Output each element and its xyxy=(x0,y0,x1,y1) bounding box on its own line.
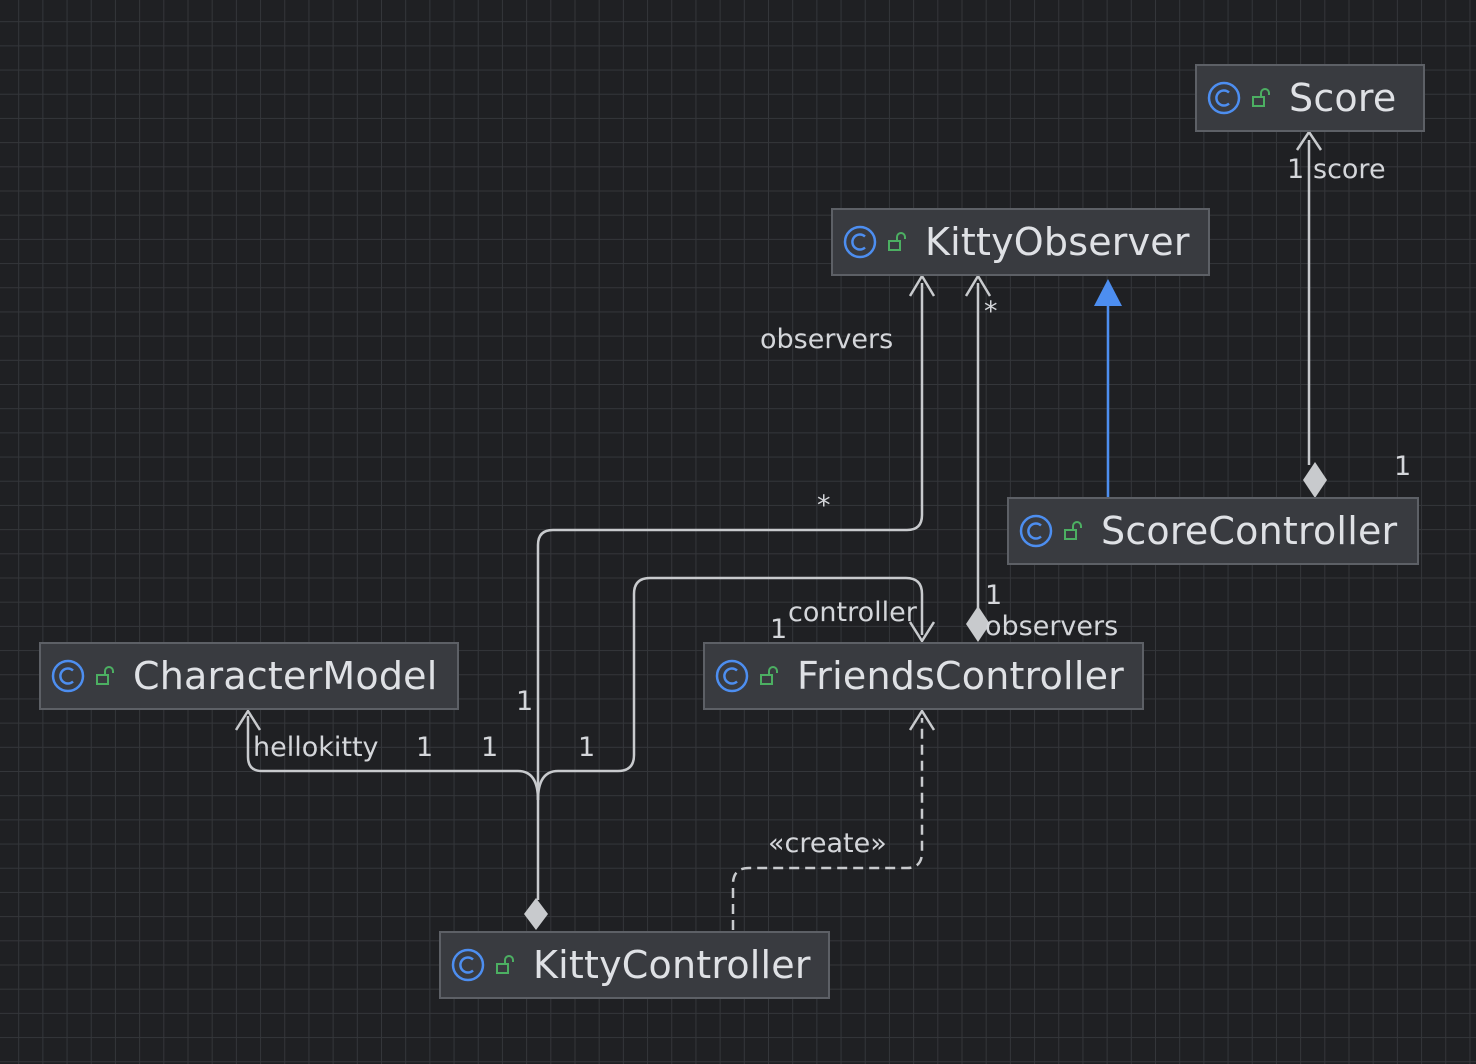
hellokitty-multiplicity: 1 xyxy=(416,732,434,763)
composition-diamond xyxy=(966,606,990,642)
class-name: CharacterModel xyxy=(133,654,438,698)
hellokitty-multiplicity: 1 xyxy=(481,732,499,763)
class-name: FriendsController xyxy=(797,654,1124,698)
public-lock-icon xyxy=(1063,520,1085,542)
public-lock-icon xyxy=(1251,87,1273,109)
class-c-icon xyxy=(1207,81,1241,115)
hellokitty-role-label: hellokitty xyxy=(253,732,379,763)
arrowhead-open xyxy=(234,708,262,731)
class-score[interactable]: Score xyxy=(1195,64,1425,132)
friends-observers-role-label: observers xyxy=(985,611,1119,642)
score-role-label: score xyxy=(1313,154,1386,185)
scorecontroller-multiplicity: 1 xyxy=(1394,451,1412,482)
arrowhead-open xyxy=(964,273,992,297)
class-name: Score xyxy=(1289,76,1397,120)
arrowhead-open xyxy=(1295,129,1323,151)
edge-kittycontroller-charactermodel[interactable] xyxy=(246,716,540,801)
class-c-icon xyxy=(1019,514,1053,548)
composition-diamond xyxy=(1303,462,1327,498)
inheritance-triangle xyxy=(1094,279,1122,306)
composition-diamond xyxy=(524,898,548,930)
controller-multiplicity: 1 xyxy=(770,614,788,645)
edge-kittycontroller-friendscontroller-create[interactable] xyxy=(731,718,924,930)
class-c-icon xyxy=(843,225,877,259)
class-kitty-observer[interactable]: KittyObserver xyxy=(831,208,1210,276)
arrowhead-open xyxy=(908,273,936,297)
class-character-model[interactable]: CharacterModel xyxy=(39,642,459,710)
public-lock-icon xyxy=(759,665,781,687)
score-multiplicity: 1 xyxy=(1287,154,1305,185)
public-lock-icon xyxy=(495,954,517,976)
class-friends-controller[interactable]: FriendsController xyxy=(703,642,1144,710)
edge-kittycontroller-kittyobserver[interactable] xyxy=(536,283,924,900)
public-lock-icon xyxy=(887,231,909,253)
class-name: ScoreController xyxy=(1101,509,1398,553)
controller-role-label: controller xyxy=(788,597,917,628)
class-name: KittyController xyxy=(533,943,811,987)
class-c-icon xyxy=(715,659,749,693)
observers-multiplicity: * xyxy=(817,490,831,521)
controller-source-multiplicity: 1 xyxy=(578,732,596,763)
create-stereotype-label: «create» xyxy=(768,828,887,859)
friends-observers-multiplicity: 1 xyxy=(985,580,1003,611)
class-score-controller[interactable]: ScoreController xyxy=(1007,497,1419,565)
arrowhead-open xyxy=(908,708,936,731)
observers-role-label: observers xyxy=(760,324,894,355)
class-c-icon xyxy=(51,659,85,693)
kittycontroller-multiplicity: 1 xyxy=(516,686,534,717)
observers-multiplicity: * xyxy=(984,296,998,327)
class-kitty-controller[interactable]: KittyController xyxy=(439,931,830,999)
class-name: KittyObserver xyxy=(925,220,1190,264)
arrowhead-open xyxy=(908,621,936,644)
class-c-icon xyxy=(451,948,485,982)
edge-kittycontroller-friendscontroller[interactable] xyxy=(536,576,924,801)
public-lock-icon xyxy=(95,665,117,687)
